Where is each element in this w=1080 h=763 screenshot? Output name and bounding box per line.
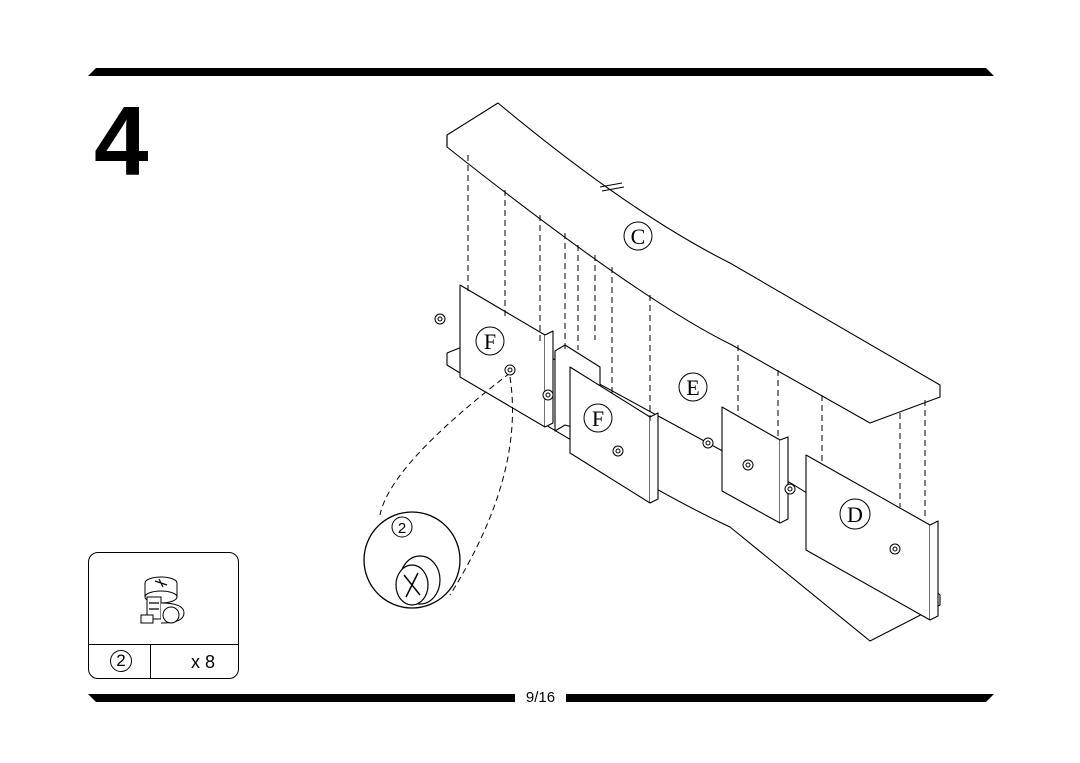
parts-box: 2 x 8 <box>88 552 239 679</box>
page-number: 9/16 <box>525 689 556 706</box>
cam-lock-icon <box>612 445 624 457</box>
assembly-diagram: C F F E D 2 <box>363 102 941 642</box>
parts-divider <box>150 644 151 678</box>
panel-c <box>446 102 941 424</box>
cam-lock-icon <box>504 364 516 376</box>
part-number-badge: 2 <box>110 650 132 672</box>
detail-callout <box>363 511 461 609</box>
parts-divider <box>89 644 238 645</box>
cam-lock-icon <box>542 389 554 401</box>
panel-f-right <box>569 366 651 504</box>
cam-lock-icon <box>889 543 901 555</box>
part-quantity: x 8 <box>191 652 216 672</box>
cam-lock-icon <box>742 459 754 471</box>
cam-lock-icon <box>434 313 446 325</box>
cam-lock-icon <box>140 576 185 624</box>
label-f: F <box>592 406 604 431</box>
panel-f-left <box>459 284 546 428</box>
top-rule <box>88 68 994 76</box>
cam-lock-icon <box>702 437 714 449</box>
bottom-rule <box>88 694 515 702</box>
bottom-rule <box>566 694 994 702</box>
label-c: C <box>631 224 646 249</box>
detail-label: 2 <box>398 520 406 537</box>
label-f: F <box>484 329 496 354</box>
step-number: 4 <box>94 86 149 196</box>
cam-lock-icon <box>784 483 796 495</box>
label-d: D <box>847 502 863 527</box>
label-e: E <box>686 375 699 400</box>
